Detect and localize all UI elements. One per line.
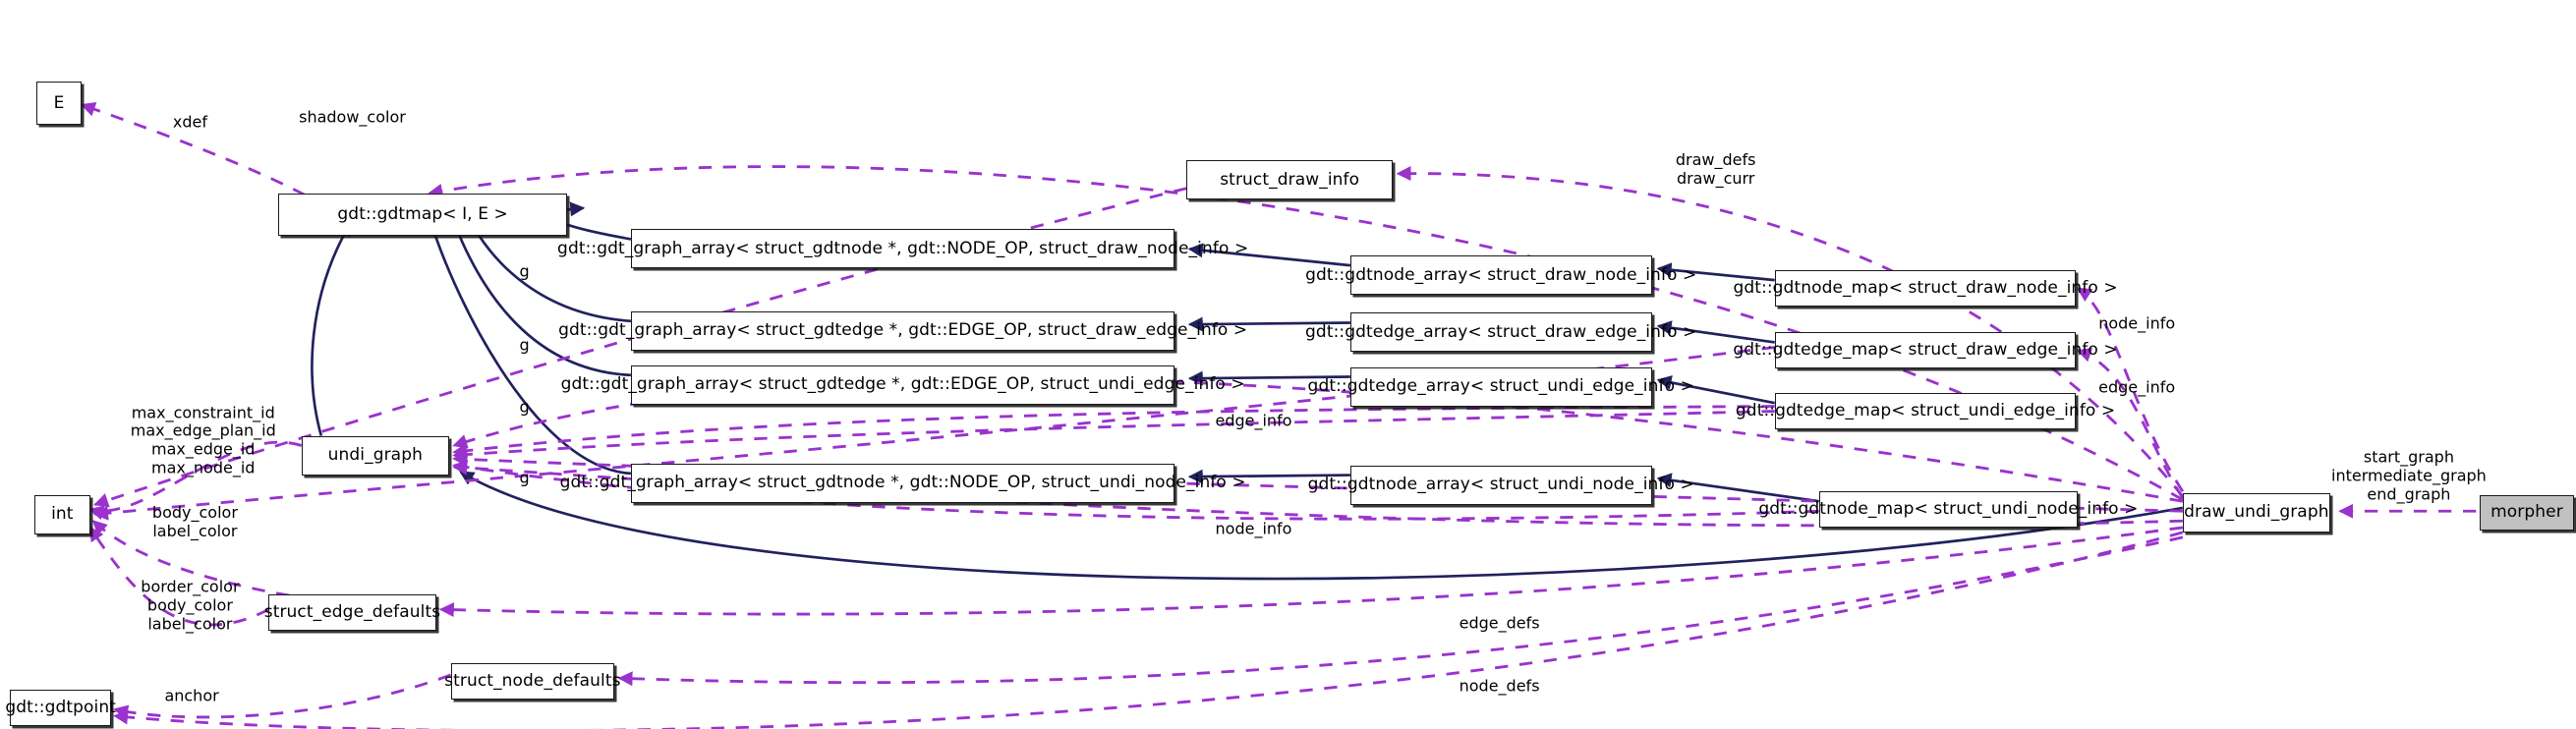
node-ga_draw_node[interactable]: gdt::gdt_graph_array< struct_gdtnode *, … — [557, 229, 1248, 269]
node-ga_draw_edge[interactable]: gdt::gdt_graph_array< struct_gdtedge *, … — [558, 310, 1247, 351]
node-label-undi_graph: undi_graph — [327, 445, 423, 466]
node-label-struct_edge_defaults: struct_edge_defaults — [263, 602, 441, 623]
node-ga_undi_edge[interactable]: gdt::gdt_graph_array< struct_gdtedge *, … — [561, 364, 1245, 405]
node-na_draw_node[interactable]: gdt::gdtnode_array< struct_draw_node_inf… — [1305, 255, 1696, 296]
node-undi_graph[interactable]: undi_graph — [301, 435, 449, 476]
inheritance-edges — [311, 201, 2184, 581]
node-label-ga_undi_node: gdt::gdt_graph_array< struct_gdtnode *, … — [559, 473, 1246, 493]
node-label-gdtmap: gdt::gdtmap< I, E > — [337, 203, 508, 224]
node-label-nm_undi_node: gdt::gdtnode_map< struct_undi_node_info … — [1758, 499, 2139, 520]
node-em_undi_edge[interactable]: gdt::gdtedge_map< struct_undi_edge_info … — [1736, 393, 2115, 429]
node-label-morpher: morpher — [2490, 502, 2563, 523]
node-draw_undi_graph[interactable]: draw_undi_graph — [2182, 492, 2330, 533]
node-label-gdtpoint: gdt::gdtpoint — [5, 697, 116, 717]
node-label-ea_draw_edge: gdt::gdtedge_array< struct_draw_edge_inf… — [1305, 321, 1697, 342]
node-label-int: int — [51, 504, 74, 525]
node-label-ea_undi_edge: gdt::gdtedge_array< struct_undi_edge_inf… — [1307, 376, 1694, 396]
node-gdtmap[interactable]: gdt::gdtmap< I, E > — [278, 193, 567, 237]
usage-edges — [80, 102, 2477, 729]
node-label-struct_node_defaults: struct_node_defaults — [444, 671, 621, 692]
node-label-E: E — [53, 92, 65, 113]
node-ga_undi_node[interactable]: gdt::gdt_graph_array< struct_gdtnode *, … — [560, 463, 1246, 503]
node-morpher[interactable]: morpher — [2479, 494, 2575, 532]
node-struct_edge_defaults[interactable]: struct_edge_defaults — [264, 594, 440, 631]
node-label-draw_undi_graph: draw_undi_graph — [2184, 502, 2329, 523]
node-nm_undi_node[interactable]: gdt::gdtnode_map< struct_undi_node_info … — [1758, 491, 2138, 528]
node-label-ga_undi_edge: gdt::gdt_graph_array< struct_gdtedge *, … — [560, 374, 1245, 395]
node-label-em_undi_edge: gdt::gdtedge_map< struct_undi_edge_info … — [1735, 401, 2116, 421]
node-label-na_undi_node: gdt::gdtnode_array< struct_undi_node_inf… — [1307, 475, 1694, 495]
node-label-ga_draw_edge: gdt::gdt_graph_array< struct_gdtedge *, … — [558, 320, 1248, 341]
node-label-ga_draw_node: gdt::gdt_graph_array< struct_gdtnode *, … — [557, 238, 1249, 258]
node-E[interactable]: E — [35, 82, 83, 125]
node-label-struct_draw_info: struct_draw_info — [1220, 169, 1360, 190]
node-em_draw_edge[interactable]: gdt::gdtedge_map< struct_draw_edge_info … — [1733, 332, 2118, 369]
node-nm_draw_node[interactable]: gdt::gdtnode_map< struct_draw_node_info … — [1733, 270, 2118, 307]
node-struct_node_defaults[interactable]: struct_node_defaults — [444, 663, 620, 700]
node-int[interactable]: int — [34, 494, 90, 534]
node-label-em_draw_edge: gdt::gdtedge_map< struct_draw_edge_info … — [1733, 340, 2118, 361]
node-struct_draw_info[interactable]: struct_draw_info — [1186, 160, 1394, 200]
node-ea_undi_edge[interactable]: gdt::gdtedge_array< struct_undi_edge_inf… — [1308, 366, 1694, 407]
node-label-na_draw_node: gdt::gdtnode_array< struct_draw_node_inf… — [1305, 264, 1697, 285]
node-ea_draw_edge[interactable]: gdt::gdtedge_array< struct_draw_edge_inf… — [1305, 312, 1696, 353]
node-gdtpoint[interactable]: gdt::gdtpoint — [5, 689, 116, 726]
node-na_undi_node[interactable]: gdt::gdtnode_array< struct_undi_node_inf… — [1308, 465, 1694, 505]
node-label-nm_draw_node: gdt::gdtnode_map< struct_draw_node_info … — [1733, 277, 2118, 298]
